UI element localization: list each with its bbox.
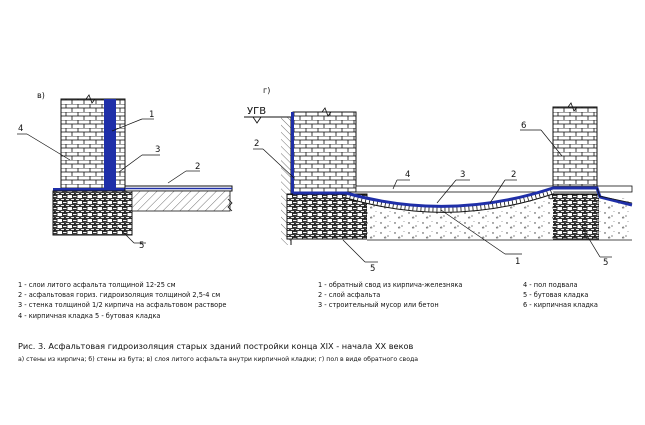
right-right-brick-wall bbox=[552, 106, 598, 193]
right-callout-6: 6 bbox=[521, 121, 526, 131]
legend-left-item-1: 1 - слои литого асфальта толщиной 12-25 … bbox=[18, 281, 176, 289]
right-callout-4: 4 bbox=[405, 170, 410, 180]
figure-subcaption: а) стены из кирпича; б) стены из бута; в… bbox=[18, 356, 419, 363]
legend-left: 1 - слои литого асфальта толщиной 12-25 … bbox=[18, 280, 226, 321]
legend-right-item-3: 3 - строительный мусор или бетон bbox=[318, 301, 439, 310]
panel-left: в) 1 2 3 4 5 bbox=[17, 91, 233, 251]
legend-right-item-5: 5 - бутовая кладка bbox=[523, 291, 589, 300]
legend-left-item-4: 4 - кирпичная кладка 5 - бутовая кладка bbox=[18, 311, 161, 320]
legend-right-item-4: 4 - пол подвала bbox=[523, 281, 578, 289]
legend-right-a: 1 - обратный свод из кирпича-железняка 2… bbox=[318, 280, 462, 311]
panel-left-letter: в) bbox=[37, 91, 45, 100]
panel-right: г) УГВ bbox=[244, 86, 633, 274]
fill-concrete bbox=[367, 196, 553, 240]
right-callout-5a: 5 bbox=[370, 264, 375, 274]
legend-right-b: 4 - пол подвала 5 - бутовая кладка 6 - к… bbox=[523, 280, 598, 311]
legend-right-item-1: 1 - обратный свод из кирпича-железняка bbox=[318, 281, 463, 289]
basement-floor bbox=[355, 185, 633, 193]
figure-caption: Рис. 3. Асфальтовая гидроизоляция старых… bbox=[18, 341, 414, 351]
left-callout-1: 1 bbox=[149, 110, 154, 120]
right-callout-2a: 2 bbox=[254, 139, 259, 149]
left-callout-2: 2 bbox=[195, 162, 200, 172]
legend-right-item-6: 6 - кирпичная кладка bbox=[523, 301, 598, 310]
right-callout-3: 3 bbox=[460, 170, 465, 180]
groundwater-label: УГВ bbox=[247, 106, 266, 117]
panel-right-letter: г) bbox=[263, 86, 270, 95]
right-callout-2b: 2 bbox=[511, 170, 516, 180]
legend-right-item-2: 2 - слой асфальта bbox=[318, 291, 381, 300]
left-break-mark bbox=[85, 94, 96, 104]
left-callout-4: 4 bbox=[18, 124, 23, 134]
left-rubble-foundation bbox=[52, 190, 133, 236]
left-callout-5: 5 bbox=[139, 241, 144, 251]
left-horizontal-asphalt bbox=[53, 188, 126, 191]
right-asphalt-layer bbox=[293, 186, 633, 208]
left-callout-3: 3 bbox=[155, 145, 160, 155]
legend-left-item-3: 3 - стенка толщиной 1/2 кирпича на асфал… bbox=[18, 301, 227, 310]
right-right-rubble-foundation bbox=[548, 193, 600, 240]
left-vertical-asphalt bbox=[104, 99, 116, 190]
right-callout-1: 1 bbox=[515, 257, 520, 267]
right-callout-5b: 5 bbox=[603, 258, 608, 268]
left-floor-base bbox=[131, 190, 231, 212]
legend-left-item-2: 2 - асфальтовая гориз. гидроизоляция тол… bbox=[18, 291, 221, 300]
right-left-brick-wall bbox=[292, 111, 357, 193]
soil-hatch bbox=[281, 117, 291, 245]
